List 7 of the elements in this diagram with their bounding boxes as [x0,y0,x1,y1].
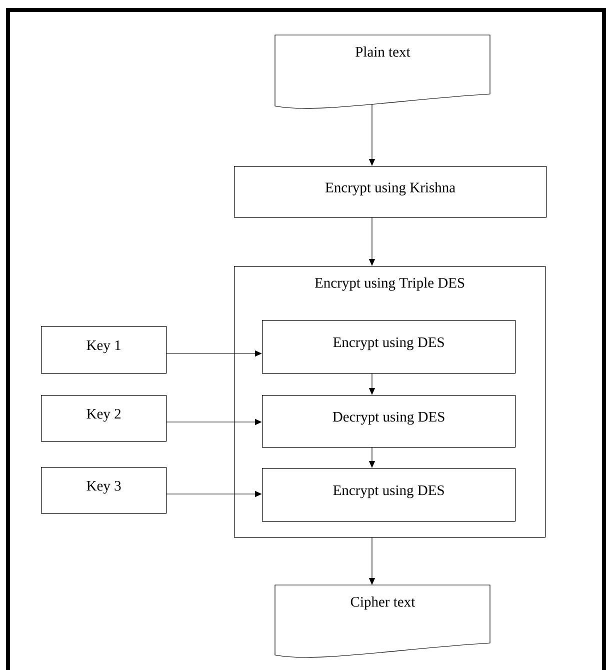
key-box: Key 1 [41,326,167,374]
process-box: Encrypt using DES [262,320,516,374]
key-box: Key 3 [41,467,167,514]
process-box: Encrypt using DES [262,468,516,522]
key-box: Key 2 [41,395,167,442]
process-box: Encrypt using Krishna [234,166,547,218]
process-box: Decrypt using DES [262,395,516,448]
